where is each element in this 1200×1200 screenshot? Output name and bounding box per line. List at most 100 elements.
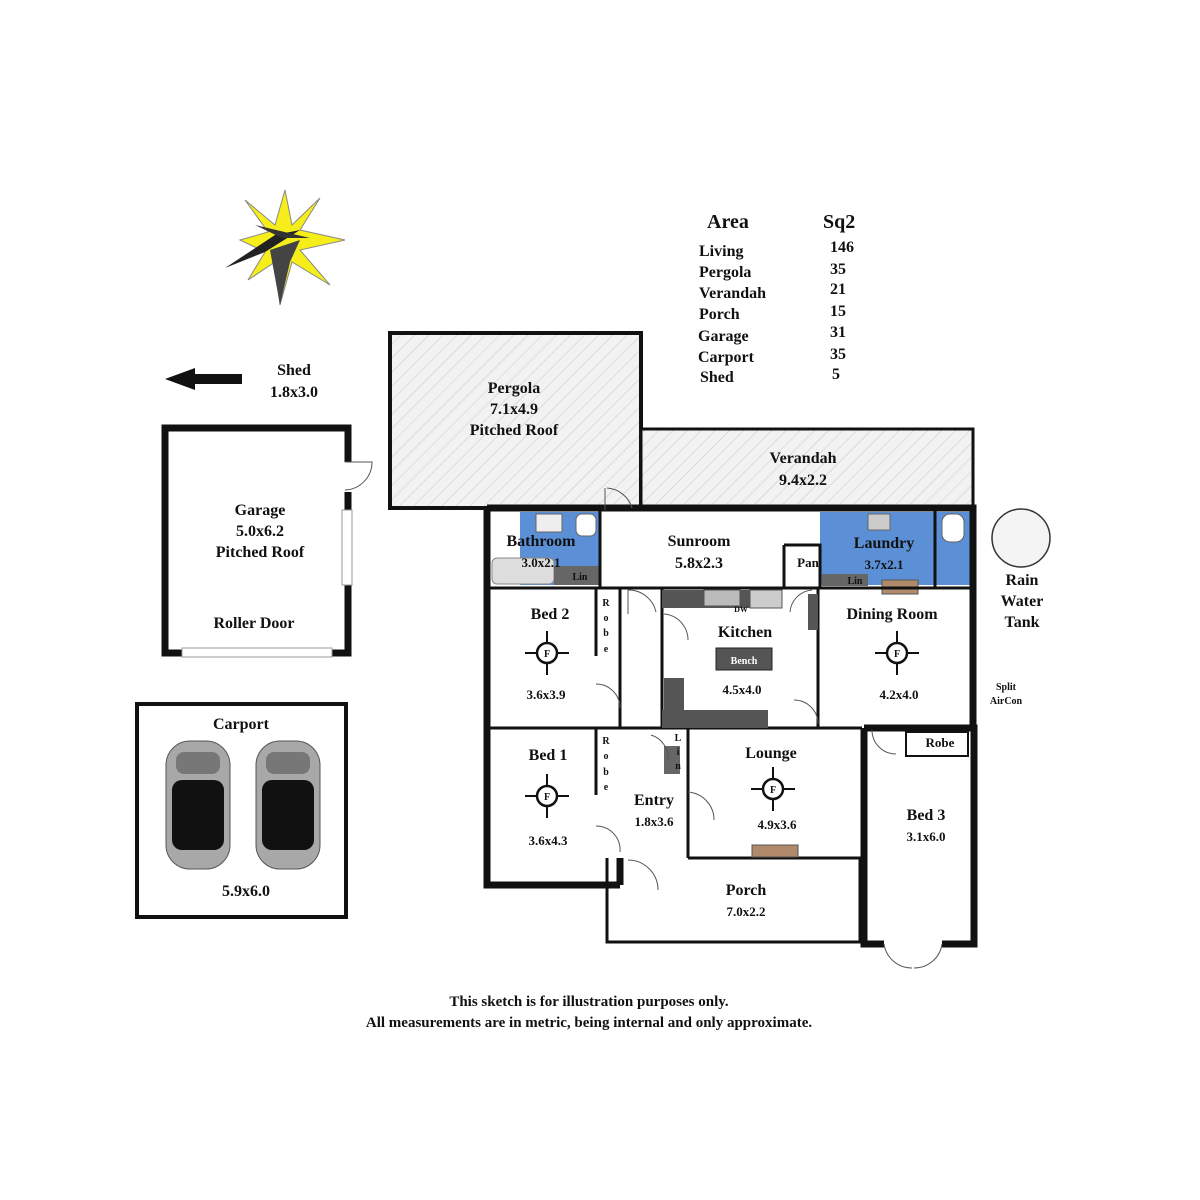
robe-letter: b [603, 628, 609, 639]
fireplace-icon [751, 844, 799, 858]
aircon-label: Split [996, 682, 1017, 693]
kitchen-sink-icon [703, 589, 741, 607]
linen-cupboard [822, 574, 868, 586]
kitchen-size: 4.5x4.0 [723, 682, 762, 697]
bench-label: Bench [731, 656, 758, 667]
fan-label: F [544, 649, 550, 660]
rain-tank-label: Tank [1005, 614, 1040, 631]
house-walls [483, 504, 978, 948]
laundry-name: Laundry [854, 535, 914, 552]
size-header: Sq2 [823, 211, 855, 233]
area-row-name: Pergola [699, 264, 751, 281]
bed2-name: Bed 2 [531, 606, 570, 623]
robe-letter: o [604, 751, 609, 762]
disclaimer-line: This sketch is for illustration purposes… [449, 994, 729, 1010]
toilet-icon [941, 513, 965, 543]
robe-letter: o [604, 613, 609, 624]
bathroom-lin: Lin [572, 572, 587, 583]
porch-size: 7.0x2.2 [727, 904, 766, 919]
verandah [639, 427, 975, 509]
door-swings [595, 487, 943, 969]
area-row-value: 21 [830, 281, 846, 298]
bed3-name: Bed 3 [907, 807, 946, 824]
laundry-lin: Lin [847, 576, 862, 587]
area-header: Area [707, 211, 749, 233]
verandah-size: 9.4x2.2 [779, 472, 827, 489]
kitchen-name: Kitchen [718, 624, 772, 641]
area-row-name: Shed [700, 369, 734, 386]
bed3-robe: Robe [926, 735, 955, 750]
area-row-name: Verandah [699, 285, 766, 302]
area-row-name: Garage [698, 328, 749, 345]
laundry-size: 3.7x2.1 [865, 557, 904, 572]
area-row-value: 35 [830, 261, 846, 278]
area-row-name: Carport [698, 349, 755, 366]
bathroom-name: Bathroom [506, 533, 576, 550]
kitchen-bench [662, 710, 768, 728]
pergola [388, 331, 643, 510]
ceiling-fan-icon: F [525, 631, 569, 675]
pantry-name: Pan [797, 555, 819, 570]
kitchen-bench [664, 678, 684, 718]
fan-label: F [544, 792, 550, 803]
car-icon [165, 740, 231, 870]
pergola-name: Pergola [488, 380, 540, 397]
robe-cupboard [905, 731, 969, 757]
rain-water-tank-icon [991, 508, 1051, 568]
ceiling-fan-icon: F [875, 631, 919, 675]
area-row-value: 15 [830, 303, 846, 320]
fridge-space [808, 594, 818, 630]
garage-door-label: Roller Door [213, 615, 294, 632]
lounge-name: Lounge [745, 745, 797, 762]
area-row-name: Living [699, 243, 743, 260]
carport: Carport 5.9x6.0 [135, 702, 348, 919]
robe-letter: R [602, 598, 610, 609]
ceiling-fan-icon: F [525, 774, 569, 818]
basin-icon [535, 513, 563, 533]
bed2-size: 3.6x3.9 [527, 687, 567, 702]
dishwasher-label: DW [734, 605, 748, 614]
bed1-size: 3.6x4.3 [529, 833, 569, 848]
area-table: Area Sq2 Living 146 Pergola 35 Verandah … [698, 211, 855, 386]
dining-size: 4.2x4.0 [880, 687, 919, 702]
area-row-value: 31 [830, 324, 846, 341]
lin-letter: n [675, 761, 681, 772]
pergola-roof: Pitched Roof [470, 422, 559, 439]
robe-letter: e [604, 782, 609, 793]
bed1-name: Bed 1 [529, 747, 568, 764]
shed-size: 1.8x3.0 [270, 384, 318, 401]
area-row-value: 146 [830, 239, 854, 256]
entry-name: Entry [634, 792, 674, 809]
shed-name: Shed [277, 362, 311, 379]
garage-size: 5.0x6.2 [236, 523, 284, 540]
bathroom-size: 3.0x2.1 [522, 555, 561, 570]
fan-label: F [894, 649, 900, 660]
dining-name: Dining Room [846, 606, 938, 623]
area-row-value: 35 [830, 346, 846, 363]
bench-island [715, 647, 773, 671]
carport-size: 5.9x6.0 [222, 883, 270, 900]
cooktop-icon [749, 589, 783, 609]
lin-letter: i [677, 747, 680, 758]
disclaimer-line: All measurements are in metric, being in… [366, 1015, 812, 1031]
robe-letter: e [604, 644, 609, 655]
pergola-size: 7.1x4.9 [490, 401, 538, 418]
garage: Garage 5.0x6.2 Pitched Roof Roller Door [161, 424, 373, 658]
lounge-size: 4.9x3.6 [758, 817, 798, 832]
sunroom-size: 5.8x2.3 [675, 555, 723, 572]
robe-letter: R [602, 736, 610, 747]
rain-tank-label: Rain [1006, 572, 1039, 589]
shed-arrow-icon [165, 368, 242, 390]
aircon-label: AirCon [990, 696, 1023, 707]
robe-letter: b [603, 767, 609, 778]
sink-icon [867, 513, 891, 531]
porch-name: Porch [726, 882, 767, 899]
garage-roof: Pitched Roof [216, 544, 305, 561]
garage-name: Garage [235, 502, 286, 519]
area-row-name: Porch [699, 306, 740, 323]
carport-name: Carport [213, 716, 270, 733]
bed3-size: 3.1x6.0 [907, 829, 946, 844]
fan-label: F [770, 785, 776, 796]
area-row-value: 5 [832, 366, 840, 383]
